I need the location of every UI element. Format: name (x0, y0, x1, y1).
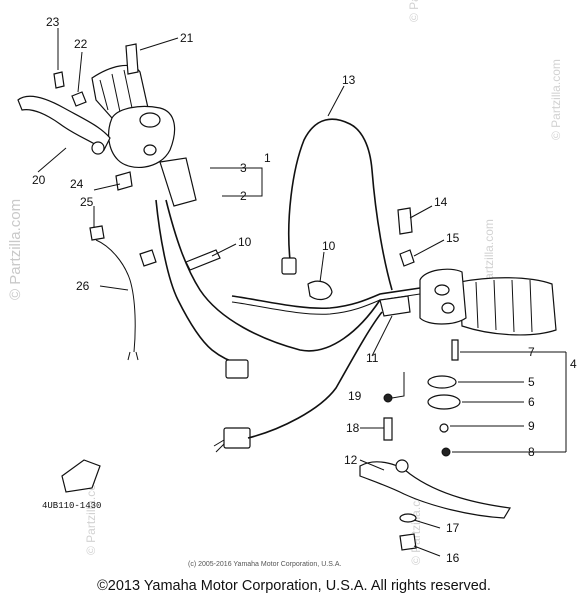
callout-1: 1 (264, 151, 271, 165)
callout-25: 25 (80, 195, 94, 209)
footer-copyright: ©2013 Yamaha Motor Corporation, U.S.A. A… (97, 578, 491, 594)
part-23-bolt (53, 71, 65, 89)
callout-15: 15 (446, 231, 460, 245)
callout-13: 13 (342, 73, 356, 87)
callout-numbers: 23 22 21 13 1 3 2 20 24 25 10 10 26 14 1… (32, 15, 577, 565)
callout-5: 5 (528, 375, 535, 389)
part-code: 4UB110-1430 (42, 501, 101, 511)
callout-10b: 10 (322, 239, 336, 253)
part-16-nut (399, 533, 417, 551)
part-8-nut (441, 447, 451, 457)
callout-19: 19 (348, 389, 362, 403)
callout-4: 4 (570, 357, 577, 371)
front-brake-lever (359, 461, 511, 519)
callout-6: 6 (528, 395, 535, 409)
part-6-ring (427, 394, 461, 410)
callout-3: 3 (240, 161, 247, 175)
callout-21: 21 (180, 31, 194, 45)
callout-9: 9 (528, 419, 535, 433)
connector-lower (223, 427, 251, 449)
part-15-nut (399, 249, 415, 267)
callout-8: 8 (528, 445, 535, 459)
callout-12: 12 (344, 453, 358, 467)
watermark-top-left: © Partzilla.com (549, 59, 563, 140)
watermark-bottom-left: © Partzilla.com (84, 474, 98, 555)
callout-11: 11 (366, 351, 379, 365)
bracket-symbol (61, 459, 101, 493)
callout-17: 17 (446, 521, 460, 535)
part-10-clip-b (307, 280, 333, 301)
right-switch-cable (247, 311, 383, 439)
part-14-bolt (397, 207, 413, 235)
callout-22: 22 (74, 37, 88, 51)
wire-26 (95, 239, 136, 353)
left-grip-assembly (17, 64, 197, 207)
watermark-top-right: © Partzilla.com (407, 0, 421, 22)
part-9-clamp (139, 249, 157, 267)
left-switch-cable (155, 199, 241, 365)
part-17-washer (399, 513, 417, 523)
brake-hose-left (165, 199, 381, 352)
callout-2: 2 (240, 189, 247, 203)
inner-copyright: (c) 2005-2016 Yamaha Motor Corporation, … (188, 561, 341, 568)
part-19-nut (383, 393, 393, 403)
part-25-connector (89, 225, 105, 241)
part-18-bolt (383, 417, 393, 441)
watermark-left: © Partzilla.com (7, 199, 24, 300)
part-21-bolt (125, 43, 139, 75)
right-grip-assembly (379, 268, 557, 336)
connector-left (225, 359, 249, 379)
callout-7: 7 (528, 345, 535, 359)
cable-13 (288, 118, 393, 291)
part-10-clip-a (185, 249, 221, 271)
part-24-screw (115, 171, 133, 191)
callout-26: 26 (76, 279, 90, 293)
leader-lines (37, 28, 567, 557)
callout-10a: 10 (238, 235, 252, 249)
callout-16: 16 (446, 551, 460, 565)
callout-24: 24 (70, 177, 84, 191)
part-7-screw (451, 339, 459, 361)
part-5-cover (427, 375, 457, 389)
callout-14: 14 (434, 195, 448, 209)
callout-20: 20 (32, 173, 46, 187)
handlebar (231, 287, 421, 310)
part-22-nut (71, 91, 87, 107)
callout-23: 23 (46, 15, 60, 29)
part-9-washer (439, 423, 449, 433)
callout-18: 18 (346, 421, 360, 435)
